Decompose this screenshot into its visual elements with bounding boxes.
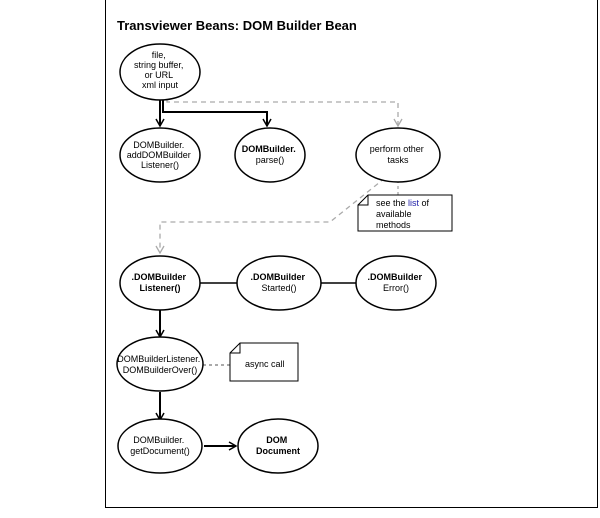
svg-text:.DOMBuilder Started(): .DOMBuilder Started() <box>250 272 307 293</box>
node-perform-other-tasks: perform other tasks <box>355 127 441 183</box>
node-builder-error-line-2: Error() <box>383 283 409 293</box>
node-xml-input-line-4: xml input <box>142 80 179 90</box>
node-dom-document-line-2: Document <box>256 446 300 456</box>
note-async-call-text: async call <box>245 359 285 369</box>
node-dom-document: DOM Document <box>237 418 319 474</box>
svg-text:DOMBuilderListener. DOMB: DOMBuilderListener. DOMBuilderOver() <box>117 354 203 375</box>
node-add-listener-line-1: DOMBuilder. <box>133 140 184 150</box>
node-add-listener: DOMBuilder. addDOMBuilder Listener() <box>119 127 201 183</box>
node-get-document-line-2: getDocument() <box>130 446 190 456</box>
edge-perform-to-listener <box>155 177 386 255</box>
diagram-title: Transviewer Beans: DOM Builder Bean <box>117 18 357 33</box>
svg-text:DOMBuilder. addDOMBuilde: DOMBuilder. addDOMBuilder Listener() <box>127 140 194 170</box>
node-builder-over-line-1: DOMBuilderListener. <box>117 354 200 364</box>
svg-text:async call: async call <box>245 359 285 369</box>
node-builder-listener: .DOMBuilder Listener() <box>119 255 201 311</box>
node-add-listener-line-2: addDOMBuilder <box>127 150 191 160</box>
node-builder-listener-line-1: .DOMBuilder <box>131 272 186 282</box>
node-xml-input-line-1: file, <box>152 50 166 60</box>
edge-input-to-parse <box>162 100 272 128</box>
svg-text:file, string buffer,: file, string buffer, or URL xml input <box>134 50 186 90</box>
node-builder-started-line-1: .DOMBuilder <box>250 272 305 282</box>
node-perform-line-1: perform other <box>370 144 424 154</box>
node-builder-over: DOMBuilderListener. DOMBuilderOver() <box>116 336 204 392</box>
node-xml-input-line-3: or URL <box>145 70 174 80</box>
svg-text:DOMBuilder. getDocument(: DOMBuilder. getDocument() <box>130 435 190 456</box>
connectors <box>155 100 403 451</box>
node-builder-started: .DOMBuilder Started() <box>236 255 322 311</box>
edge-input-to-perform <box>166 100 403 128</box>
note-async-call: async call <box>229 342 299 382</box>
node-builder-error: .DOMBuilder Error() <box>355 255 437 311</box>
note-methods-text-3: available <box>376 209 412 219</box>
note-methods: see the list of available methods <box>357 194 453 232</box>
note-methods-text-1: see the <box>376 198 408 208</box>
svg-text:DOMBuilder. parse(): DOMBuilder. parse() <box>242 144 299 165</box>
svg-text:DOM Document: DOM Document <box>256 435 300 456</box>
node-get-document-line-1: DOMBuilder. <box>133 435 184 445</box>
svg-text:.DOMBuilder Error(): .DOMBuilder Error() <box>367 272 424 293</box>
node-parse: DOMBuilder. parse() <box>234 127 306 183</box>
node-add-listener-line-3: Listener() <box>141 160 179 170</box>
node-builder-listener-line-2: Listener() <box>139 283 180 293</box>
svg-text:perform other tasks: perform other tasks <box>370 144 427 165</box>
methods-list-link[interactable]: list <box>408 198 419 208</box>
node-xml-input: file, string buffer, or URL xml input <box>119 43 201 101</box>
node-parse-line-1: DOMBuilder. <box>242 144 296 154</box>
note-methods-text-4: methods <box>376 220 411 230</box>
node-builder-started-line-2: Started() <box>261 283 296 293</box>
node-builder-error-line-1: .DOMBuilder <box>367 272 422 282</box>
svg-text:.DOMBuilder Listener(): .DOMBuilder Listener() <box>131 272 188 293</box>
node-parse-line-2: parse() <box>256 155 285 165</box>
node-get-document: DOMBuilder. getDocument() <box>117 418 203 474</box>
diagram-frame <box>105 0 598 508</box>
node-dom-document-line-1: DOM <box>266 435 287 445</box>
node-perform-line-2: tasks <box>387 155 409 165</box>
svg-text:see the list of availabl: see the list of available methods <box>376 198 432 230</box>
node-xml-input-line-2: string buffer, <box>134 60 183 70</box>
node-builder-over-line-2: DOMBuilderOver() <box>123 365 198 375</box>
note-methods-text-2: of <box>419 198 430 208</box>
